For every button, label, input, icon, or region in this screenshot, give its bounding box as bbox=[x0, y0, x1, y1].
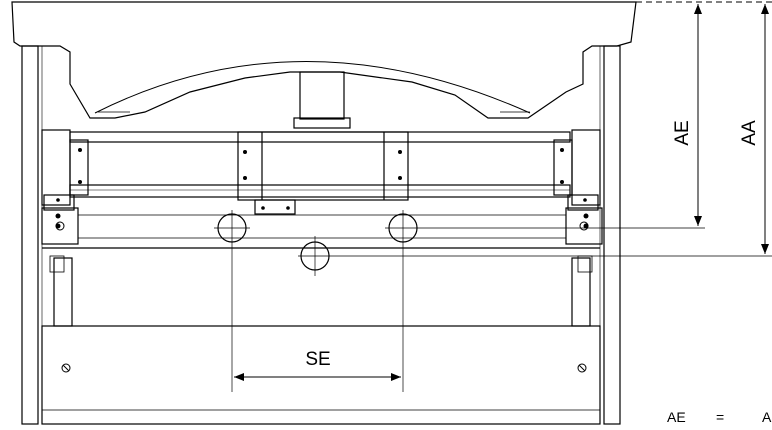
legend-definition: A bbox=[762, 409, 772, 425]
se-label: SE bbox=[305, 349, 330, 370]
lower-rail bbox=[69, 184, 571, 198]
machine-outline bbox=[11, 1, 637, 425]
right-bearing-block bbox=[571, 129, 601, 206]
carriage-bracket bbox=[254, 199, 296, 215]
central-chute bbox=[299, 71, 345, 120]
tray-arc bbox=[94, 61, 531, 114]
center-carriage bbox=[237, 131, 409, 201]
left-mount-block bbox=[41, 207, 79, 245]
dimension-lines bbox=[234, 1, 772, 381]
screw-heads bbox=[55, 221, 589, 373]
center-lines bbox=[214, 210, 772, 392]
top-tray bbox=[11, 1, 637, 119]
legend-term: AE bbox=[667, 409, 686, 425]
left-frame bbox=[21, 45, 39, 425]
right-frame bbox=[603, 45, 621, 425]
top-rail bbox=[69, 131, 571, 143]
aa-label: AA bbox=[739, 120, 760, 146]
lower-panel bbox=[41, 325, 601, 425]
left-bearing-block bbox=[41, 129, 71, 206]
right-mount-block bbox=[565, 207, 603, 245]
left-guide-post bbox=[53, 257, 73, 327]
right-guide-post bbox=[571, 257, 591, 327]
legend: AE = A bbox=[667, 409, 772, 425]
ae-label: AE bbox=[672, 120, 693, 145]
legend-equals: = bbox=[716, 409, 724, 425]
fasteners bbox=[55, 148, 589, 229]
